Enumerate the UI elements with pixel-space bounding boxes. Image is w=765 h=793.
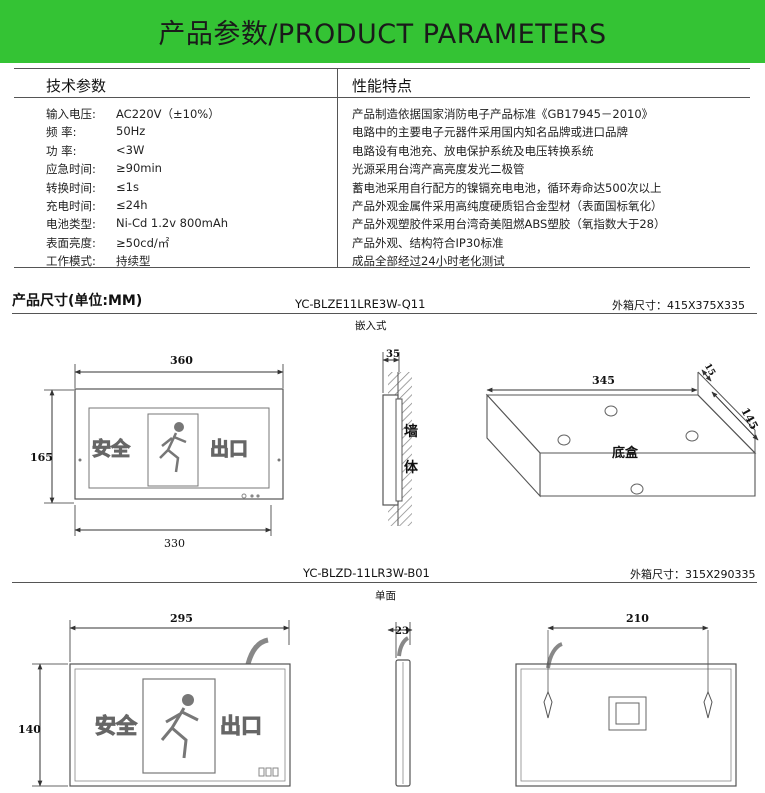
dim-box-width: 145 xyxy=(738,406,760,432)
spec-label: 转换时间: xyxy=(46,180,96,195)
spec-label: 频 率: xyxy=(46,125,77,140)
dim-height-1: 165 xyxy=(30,451,53,464)
table-bottom-border xyxy=(14,267,750,268)
dim-width-bottom-1: 330 xyxy=(164,537,185,550)
parameters-table: 技术参数 性能特点 输入电压: AC220V（±10%） 频 率: 50Hz 功 率… xyxy=(14,68,750,268)
feature-item: 电路设有电池充、放电保护系统及电压转换系统 xyxy=(352,143,594,158)
feature-item: 产品外观、结构符合IP30标准 xyxy=(352,235,504,250)
spec-list: 输入电压: AC220V（±10%） 频 率: 50Hz 功 率: <3W 应急时间:… xyxy=(46,106,336,272)
model-number-2: YC-BLZD-11LR3W-B01 xyxy=(303,566,430,580)
running-man-icon-2 xyxy=(160,694,199,759)
front-view-1: 安全 出口 360 165 330 xyxy=(30,354,284,550)
dim-box-length: 345 xyxy=(592,374,615,387)
spec-row: 输入电压: AC220V（±10%） xyxy=(46,106,336,124)
front-view-2: 安全 出口 295 140 xyxy=(18,612,291,787)
dim-width-top-1: 360 xyxy=(170,354,193,367)
spec-value: AC220V（±10%） xyxy=(116,107,220,121)
spec-label: 工作模式: xyxy=(46,254,96,269)
spec-value: 持续型 xyxy=(116,254,151,269)
spec-row: 工作模式: 持续型 xyxy=(46,253,336,271)
sign-back-frame xyxy=(515,663,737,787)
spec-row: 应急时间: ≥90min xyxy=(46,161,336,179)
sign-text-right: 出口 xyxy=(210,437,248,460)
spec-row: 转换时间: ≤1s xyxy=(46,180,336,198)
spec-row: 充电时间: ≤24h xyxy=(46,198,336,216)
sign-outer-frame xyxy=(74,388,284,500)
spec-value: <3W xyxy=(116,142,145,157)
spec-label: 充电时间: xyxy=(46,198,96,213)
feature-item: 光源采用台湾产高亮度发光二极管 xyxy=(352,162,525,177)
back-view-2: 210 xyxy=(515,612,737,787)
banner-title: 产品参数/PRODUCT PARAMETERS xyxy=(158,19,607,50)
feature-item: 产品制造依据国家消防电子产品标准《GB17945－2010》 xyxy=(352,107,654,121)
back-box-1: 底盒 345 15 145 xyxy=(485,362,761,498)
install-type-1: 嵌入式 xyxy=(355,320,387,332)
spec-row: 功 率: <3W xyxy=(46,143,336,161)
header-banner: 产品参数/PRODUCT PARAMETERS xyxy=(0,0,765,63)
sign-outer-frame-2 xyxy=(69,663,291,787)
exit-door-frame-2 xyxy=(142,678,216,774)
outer-box-size-2: 外箱尺寸：315X290335 xyxy=(630,568,756,581)
spec-value: ≤1s xyxy=(116,179,139,194)
feature-item: 成品全部经过24小时老化测试 xyxy=(352,254,505,269)
feature-item: 产品外观塑胶件采用台湾奇美阻燃ABS塑胶（氧指数大于28） xyxy=(352,217,666,232)
exit-door-frame xyxy=(147,413,199,487)
dim-box-depth: 15 xyxy=(702,362,717,378)
feature-item: 产品外观金属件采用高纯度硬质铝合金型材（表面国标氧化） xyxy=(352,198,663,213)
running-man-icon xyxy=(159,422,187,473)
dim-width-2: 295 xyxy=(170,612,193,625)
section-divider-1 xyxy=(12,313,757,314)
spec-value: ≥50cd/㎡ xyxy=(116,235,170,250)
wall-label-2: 体 xyxy=(404,459,419,476)
dim-depth-2: 23 xyxy=(395,626,409,637)
spec-label: 输入电压: xyxy=(46,107,96,121)
dim-height-2: 140 xyxy=(18,723,41,736)
spec-label: 电池类型: xyxy=(46,217,96,232)
power-cable xyxy=(245,637,269,665)
feature-item: 电路中的主要电子元器件采用国内知名品牌或进口品牌 xyxy=(352,125,628,140)
spec-value: ≤24h xyxy=(116,197,148,212)
table-column-divider xyxy=(337,68,338,268)
wall-hatch xyxy=(388,372,412,526)
tech-params-header: 技术参数 xyxy=(46,77,107,95)
sign-side-profile-2 xyxy=(395,659,411,787)
sign-text-left-2: 安全 xyxy=(95,713,138,738)
table-top-border xyxy=(14,68,750,69)
spec-label: 功 率: xyxy=(46,143,77,158)
dim-back-width: 210 xyxy=(626,612,649,625)
sign-text-right-2: 出口 xyxy=(220,713,262,738)
spec-label: 表面亮度: xyxy=(46,235,96,250)
table-header-divider xyxy=(14,97,750,98)
spec-row: 表面亮度: ≥50cd/㎡ xyxy=(46,235,336,253)
install-type-2: 单面 xyxy=(375,590,396,602)
sign-text-left: 安全 xyxy=(92,437,131,460)
model-number-1: YC-BLZE11LRE3W-Q11 xyxy=(295,297,426,311)
dimensions-title: 产品尺寸(单位:MM) xyxy=(12,293,143,309)
section-divider-2 xyxy=(12,582,757,583)
spec-value: ≥90min xyxy=(116,161,162,176)
side-view-1: 墙 体 35 xyxy=(382,349,419,526)
sign-side-profile xyxy=(382,394,399,506)
dim-depth-1: 35 xyxy=(386,349,400,360)
feature-item: 蓄电池采用自行配方的镍镉充电电池，循环寿命达500次以上 xyxy=(352,180,662,195)
feature-list: 产品制造依据国家消防电子产品标准《GB17945－2010》 电路中的主要电子元… xyxy=(352,106,747,272)
features-header: 性能特点 xyxy=(352,77,413,95)
spec-row: 电池类型: Ni-Cd 1.2v 800mAh xyxy=(46,216,336,234)
back-box-label: 底盒 xyxy=(612,445,639,461)
side-view-2: 23 xyxy=(387,622,413,787)
spec-value: 50Hz xyxy=(116,124,146,139)
outer-box-size-1: 外箱尺寸：415X375X335 xyxy=(612,299,746,312)
sign-inner-panel xyxy=(88,407,270,489)
battery-compartment xyxy=(608,696,647,731)
spec-label: 应急时间: xyxy=(46,162,96,177)
wall-label-1: 墙 xyxy=(404,423,418,440)
spec-row: 频 率: 50Hz xyxy=(46,124,336,142)
spec-value: Ni-Cd 1.2v 800mAh xyxy=(116,216,228,231)
